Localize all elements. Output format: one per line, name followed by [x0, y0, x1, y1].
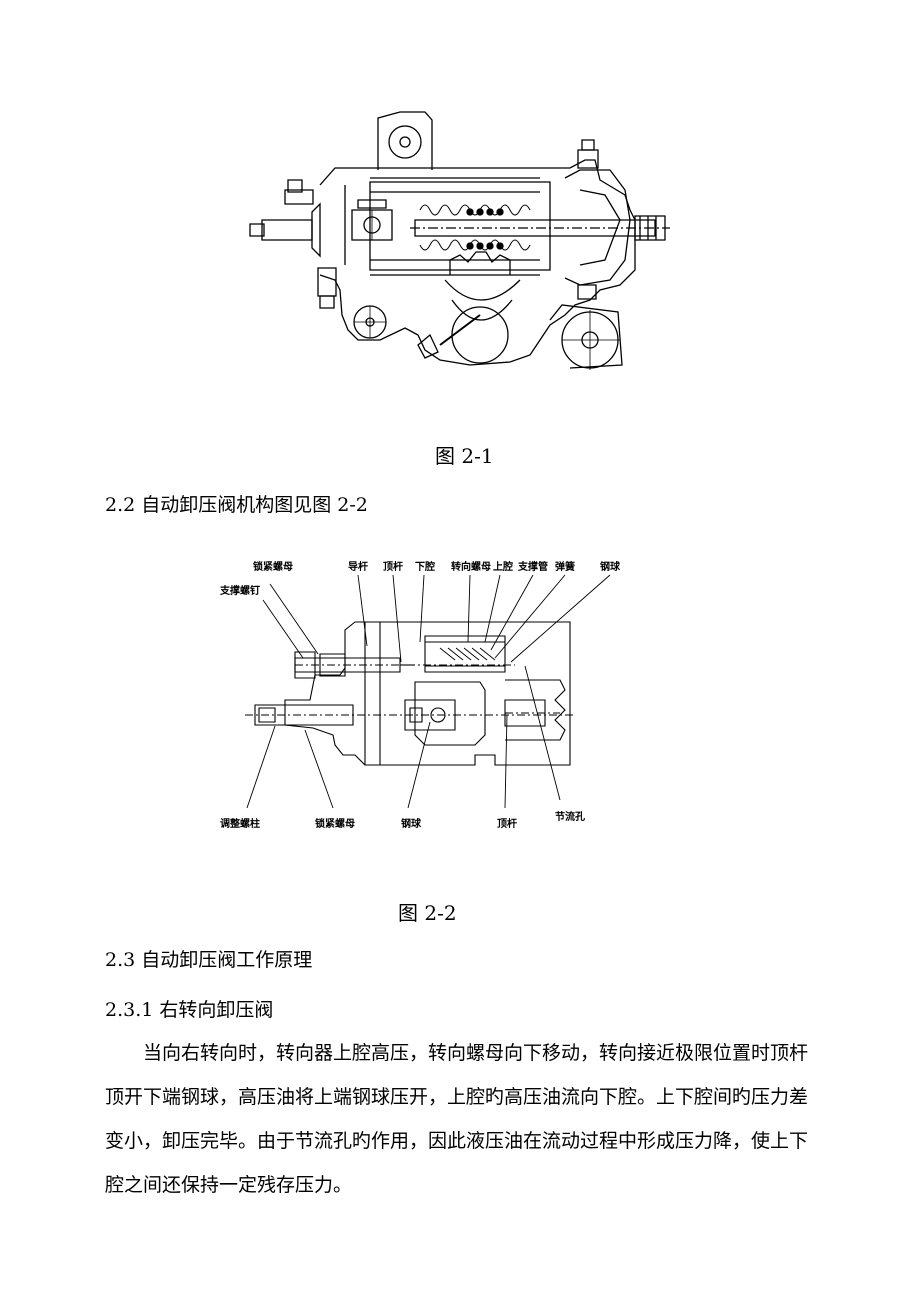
label-lock-nut-top: 锁紧螺母 — [253, 562, 293, 573]
paragraph-text: 当向右转向时，转向器上腔高压，转向螺母向下移动，转向接近极限位置时顶杆顶开下端钢… — [105, 1042, 809, 1196]
section-2-3-1-heading: 2.3.1 右转向卸压阀 — [105, 999, 274, 1021]
label-steering-nut: 转向螺母 — [451, 562, 491, 573]
figure-2-1-drawing — [240, 100, 670, 400]
section-2-3-heading: 2.3 自动卸压阀工作原理 — [105, 949, 313, 971]
figure-2-2-drawing: 锁紧螺母 支撑螺钉 导杆 顶杆 下腔 转向螺母 上腔 支撑管 弹簧 钢球 调整螺… — [215, 550, 635, 840]
label-support-screw: 支撑螺钉 — [220, 586, 260, 597]
label-guide-rod: 导杆 — [348, 562, 368, 573]
label-spring: 弹簧 — [555, 562, 575, 573]
label-upper-chamber: 上腔 — [493, 562, 513, 573]
section-2-2-heading: 2.2 自动卸压阀机构图见图 2-2 — [105, 494, 368, 516]
label-adjust-stud: 调整螺柱 — [220, 819, 260, 830]
figure-2-1-caption: 图 2-1 — [435, 444, 494, 468]
label-lock-nut-bottom: 锁紧螺母 — [315, 819, 355, 830]
label-support-tube: 支撑管 — [518, 562, 548, 573]
body-paragraph: 当向右转向时，转向器上腔高压，转向螺母向下移动，转向接近极限位置时顶杆顶开下端钢… — [105, 1031, 825, 1207]
figure-2-2-caption: 图 2-2 — [398, 901, 457, 925]
label-push-rod-top: 顶杆 — [383, 562, 403, 573]
label-steel-ball-bottom: 钢球 — [401, 819, 421, 830]
label-push-rod-bottom: 顶杆 — [497, 819, 517, 830]
label-throttle-hole: 节流孔 — [555, 812, 585, 823]
label-steel-ball-top: 钢球 — [600, 562, 620, 573]
label-lower-chamber: 下腔 — [415, 562, 435, 573]
